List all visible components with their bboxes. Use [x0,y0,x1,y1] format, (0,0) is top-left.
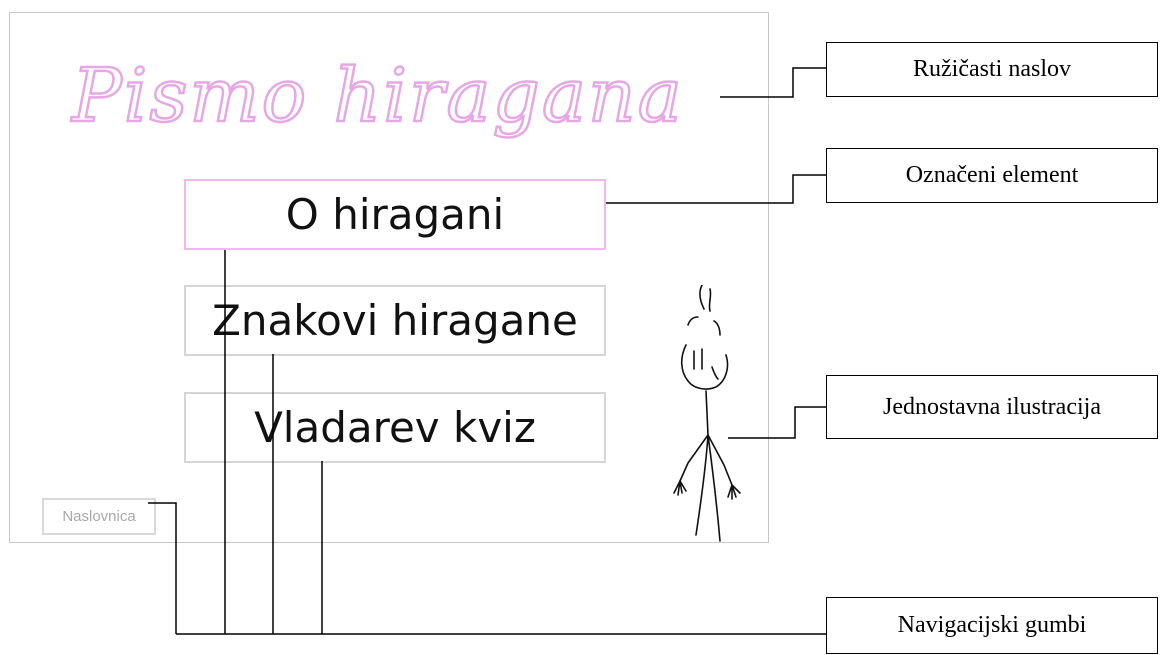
leader-line-title [720,67,826,98]
legs [695,434,721,542]
page-title: Pismo hiragana [71,52,684,141]
callout-navigation-label: Navigacijski gumbi [826,597,1158,654]
app-mockup-frame: Pismo hiragana O hiragani Znakovi hiraga… [9,12,769,543]
nav-button-o-hiragani[interactable]: O hiragani [184,179,606,250]
face-outline [680,344,729,390]
nav-button-vladarev-kviz[interactable]: Vladarev kviz [184,392,606,463]
face-lines [693,348,719,380]
leader-line-illustration [728,406,826,439]
home-button[interactable]: Naslovnica [42,498,156,535]
right-hand [727,484,741,500]
callout-illustration-label: Jednostavna ilustracija [826,375,1158,439]
leader-line-selected [606,174,826,204]
hair-strokes [699,285,712,312]
stick-figure-illustration [673,285,741,542]
arms [679,390,733,486]
nav-button-znakovi-hiragane[interactable]: Znakovi hiragane [184,285,606,356]
callout-selected-label: Označeni element [826,148,1158,203]
left-hand [673,480,687,496]
head-arcs [687,316,721,336]
leader-line-home [148,502,177,634]
callout-title-label: Ružičasti naslov [826,42,1158,97]
